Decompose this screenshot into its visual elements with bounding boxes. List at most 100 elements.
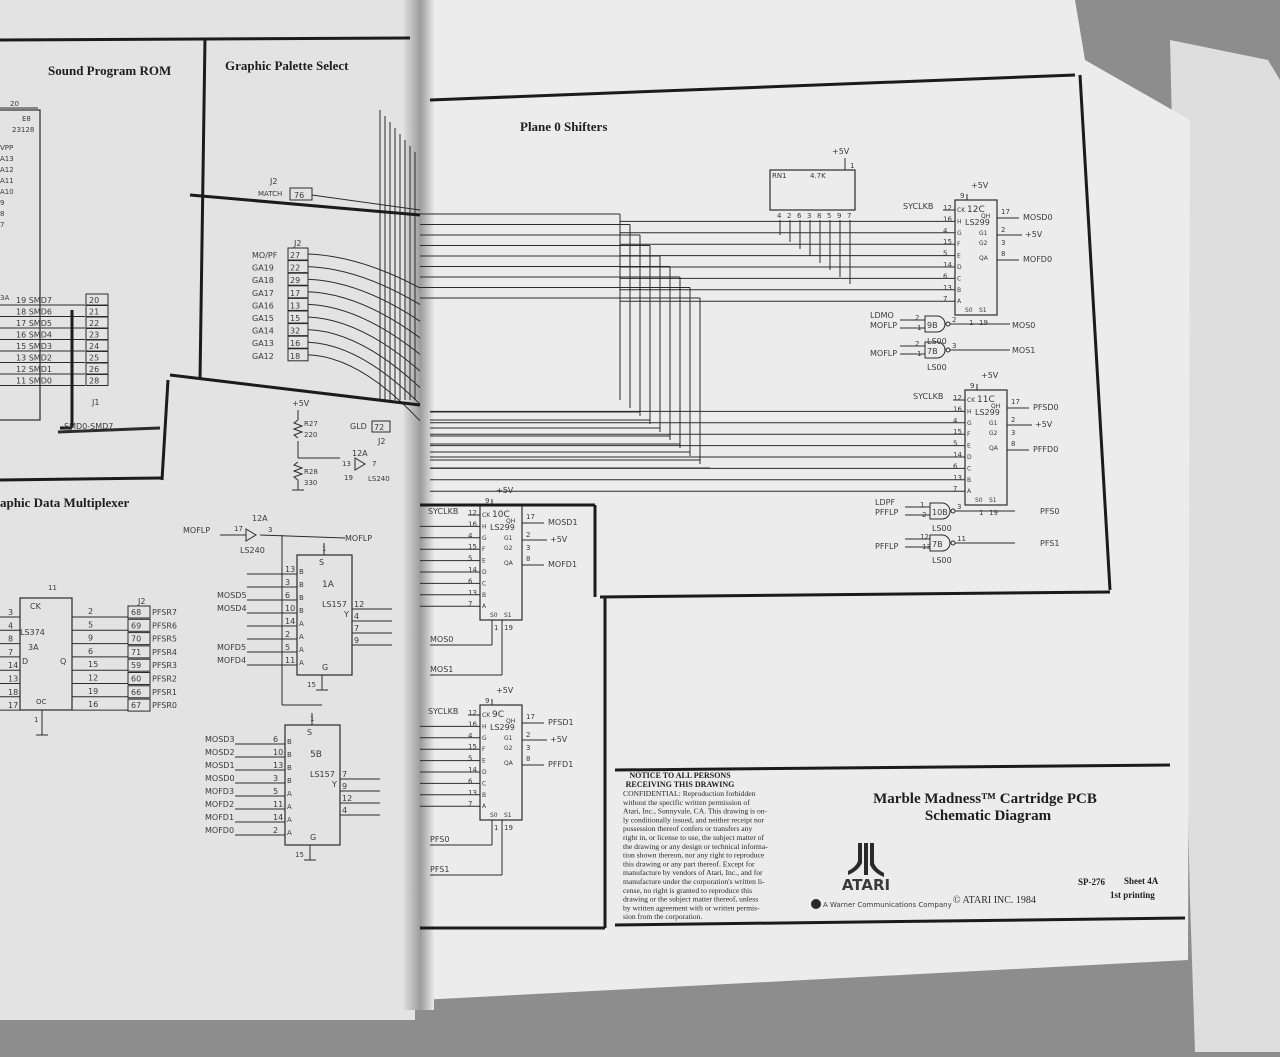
- pin-number: 3: [807, 212, 811, 220]
- pin-number: 1: [310, 715, 314, 723]
- clock-signal: SYCLKB: [913, 392, 943, 401]
- palette-signal: GA17: [252, 289, 274, 298]
- pin-number: 5: [273, 787, 278, 796]
- playfield-signal: PFSR4: [152, 648, 177, 657]
- gate-input-signal: PFFLP: [875, 542, 898, 551]
- mux-input-signal: MOFD1: [205, 813, 234, 822]
- connector-pin-number: 26: [89, 365, 99, 374]
- chip-ref: 5B: [310, 750, 322, 760]
- pin-number: 14: [8, 661, 18, 670]
- gate-input-signal: PFFLP: [875, 508, 898, 517]
- pin-number: 7: [468, 800, 472, 808]
- pin-name: F: [482, 546, 486, 553]
- chip-ref: 10C: [492, 510, 510, 520]
- pin-name: E: [967, 443, 971, 450]
- pin-number: 9: [970, 382, 974, 390]
- pin-name: A: [482, 803, 487, 810]
- wire: [307, 316, 421, 372]
- chip-ref: 9C: [492, 710, 504, 720]
- pin-number: 3: [957, 503, 961, 511]
- output-signal: PFFD0: [1033, 445, 1058, 454]
- sound-data-signal: 15 SMD3: [16, 342, 52, 351]
- connector-pin-number: 28: [89, 377, 99, 386]
- wire: [307, 291, 421, 339]
- pin-number: 4: [953, 417, 958, 425]
- rom-pin-label: 7: [0, 221, 4, 229]
- palette-signal: GA15: [252, 314, 274, 323]
- pin-number: 3: [285, 578, 290, 587]
- connector-pin-number: 18: [290, 352, 300, 361]
- pin-number: 17: [8, 701, 18, 710]
- pin-number: 5: [827, 212, 831, 220]
- copyright: © ATARI INC. 1984: [953, 895, 1036, 906]
- pin-number: 1: [979, 509, 983, 517]
- pin-name: B: [482, 592, 486, 599]
- document-number: SP-276: [1078, 877, 1106, 887]
- pin-number: 15: [468, 743, 477, 751]
- gate-ref: 7B: [932, 540, 943, 549]
- pin-number: 13: [953, 474, 962, 482]
- connector-pin-number: 13: [290, 301, 300, 310]
- pin-number: 2: [526, 531, 530, 539]
- connector-pin-number: 25: [89, 354, 99, 363]
- shift-register-9c: [479, 704, 523, 821]
- pin-name: QA: [989, 445, 999, 452]
- gate-part: LS240: [368, 475, 390, 483]
- pin-name: Y: [343, 610, 349, 619]
- pin-number: 11: [957, 535, 966, 543]
- pin-number: 4: [777, 212, 782, 220]
- connector-label: J2: [293, 239, 301, 248]
- connector-pin-number: 23: [89, 331, 99, 340]
- rom-pin-label: A12: [0, 166, 14, 174]
- rom-pin-label: 8: [0, 210, 4, 218]
- signal-label: MOFLP: [345, 534, 372, 543]
- pin-name: E: [482, 558, 486, 565]
- pin-number: 15: [307, 681, 316, 689]
- pin-number: 9: [960, 192, 964, 200]
- connector-pin-number: 69: [131, 621, 141, 630]
- pin-number: 8: [817, 212, 821, 220]
- connector-pin: [127, 698, 151, 712]
- pin-number: 13: [468, 789, 477, 797]
- pin-number: 14: [273, 813, 283, 822]
- sound-data-signal: 16 SMD4: [16, 331, 52, 340]
- resistor-value: 330: [304, 479, 317, 487]
- mux-input-signal: MOSD5: [217, 591, 247, 600]
- pin-name: B: [482, 792, 486, 799]
- notice-text: sion from the corporation.: [623, 912, 702, 921]
- pin-name: CK: [957, 207, 966, 214]
- pin-number: 11: [273, 800, 283, 809]
- chip-part: LS374: [20, 628, 45, 637]
- chip-ref: 1A: [322, 580, 335, 590]
- pin-name: S: [307, 728, 312, 737]
- connector-pin-number: 27: [290, 251, 300, 260]
- output-signal: MOSD0: [1023, 213, 1053, 222]
- drawing-title: Marble Madness™ Cartridge PCB: [873, 791, 1097, 807]
- pin-name: S1: [504, 612, 512, 619]
- chip-ref: E8: [22, 115, 31, 123]
- connector-pin-number: 70: [131, 635, 141, 644]
- wire: [259, 534, 346, 539]
- pin-name: A: [482, 603, 487, 610]
- warner-logo-icon: [811, 899, 821, 909]
- pin-number: 5: [468, 555, 472, 563]
- pin-number: 16: [88, 700, 98, 709]
- pin-number: 16: [943, 215, 952, 223]
- connector-pin-number: 72: [374, 423, 384, 432]
- notice-text: manufacture by vendors of Atari, Inc., a…: [623, 868, 763, 877]
- pin-number: 13: [342, 460, 351, 468]
- pin-name: G2: [504, 545, 513, 552]
- pin-name: S1: [979, 307, 987, 314]
- connector-pin-number: 67: [131, 701, 141, 710]
- connector-pin-number: 60: [131, 675, 141, 684]
- connector-pin-number: 71: [131, 648, 141, 657]
- pin-number: 3: [526, 544, 530, 552]
- pin-name: G1: [504, 535, 513, 542]
- chip-part: LS299: [490, 523, 515, 532]
- chip-part: LS157: [322, 600, 347, 609]
- pin-name: H: [482, 723, 487, 730]
- rom-pin-label: A10: [0, 188, 14, 196]
- pin-number: 19: [504, 824, 513, 832]
- pin-number: 2: [787, 212, 791, 220]
- pin-number: 3: [952, 342, 956, 350]
